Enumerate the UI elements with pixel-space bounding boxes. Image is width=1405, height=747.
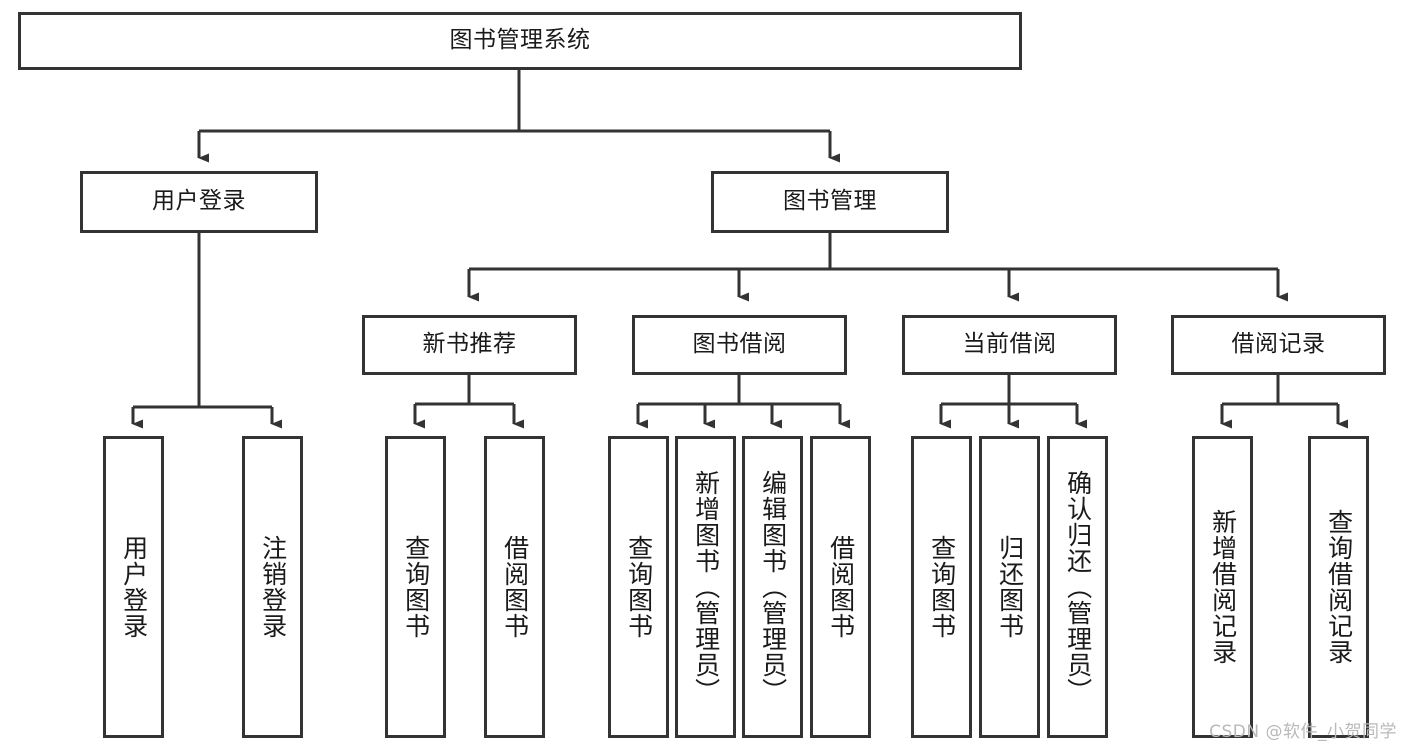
node-leaf-add-book-label: 新增图书（管理员） bbox=[691, 470, 721, 704]
node-leaf-query-book-1[interactable]: 查询图书 bbox=[385, 436, 446, 738]
node-root-label: 图书管理系统 bbox=[449, 27, 591, 54]
node-leaf-edit-book-label: 编辑图书（管理员） bbox=[758, 470, 788, 704]
node-leaf-query-record[interactable]: 查询借阅记录 bbox=[1308, 436, 1369, 738]
node-leaf-logout-login-label: 注销登录 bbox=[258, 535, 288, 639]
csdn-watermark: CSDN @软件_小贺同学 bbox=[1209, 722, 1397, 742]
node-leaf-user-login-label: 用户登录 bbox=[119, 535, 149, 639]
node-leaf-query-book-2-label: 查询图书 bbox=[624, 535, 654, 639]
node-current-borrow-label: 当前借阅 bbox=[962, 331, 1057, 358]
node-leaf-return-book[interactable]: 归还图书 bbox=[979, 436, 1040, 738]
node-leaf-borrow-book-2-label: 借阅图书 bbox=[826, 535, 856, 639]
node-leaf-borrow-book-1-label: 借阅图书 bbox=[500, 535, 530, 639]
node-borrow-record-label: 借阅记录 bbox=[1231, 331, 1326, 358]
node-book-manage[interactable]: 图书管理 bbox=[711, 171, 949, 233]
node-user-login-label: 用户登录 bbox=[152, 188, 246, 215]
node-new-book-rec-label: 新书推荐 bbox=[422, 331, 517, 358]
node-book-manage-label: 图书管理 bbox=[783, 188, 877, 215]
node-leaf-borrow-book-2[interactable]: 借阅图书 bbox=[810, 436, 871, 738]
node-leaf-query-book-1-label: 查询图书 bbox=[401, 535, 431, 639]
node-root[interactable]: 图书管理系统 bbox=[18, 12, 1022, 70]
node-leaf-logout-login[interactable]: 注销登录 bbox=[242, 436, 303, 738]
node-new-book-rec[interactable]: 新书推荐 bbox=[362, 315, 577, 375]
node-leaf-edit-book[interactable]: 编辑图书（管理员） bbox=[742, 436, 803, 738]
node-user-login[interactable]: 用户登录 bbox=[80, 171, 318, 233]
node-leaf-query-book-3-label: 查询图书 bbox=[927, 535, 957, 639]
node-current-borrow[interactable]: 当前借阅 bbox=[902, 315, 1117, 375]
node-leaf-query-record-label: 查询借阅记录 bbox=[1324, 509, 1354, 665]
node-book-borrow-label: 图书借阅 bbox=[692, 331, 787, 358]
node-leaf-add-record[interactable]: 新增借阅记录 bbox=[1192, 436, 1253, 738]
node-leaf-return-book-label: 归还图书 bbox=[995, 535, 1025, 639]
node-leaf-borrow-book-1[interactable]: 借阅图书 bbox=[484, 436, 545, 738]
node-leaf-confirm-return-label: 确认归还（管理员） bbox=[1063, 470, 1093, 704]
node-leaf-query-book-3[interactable]: 查询图书 bbox=[911, 436, 972, 738]
node-leaf-add-book[interactable]: 新增图书（管理员） bbox=[675, 436, 736, 738]
node-leaf-confirm-return[interactable]: 确认归还（管理员） bbox=[1047, 436, 1108, 738]
node-leaf-add-record-label: 新增借阅记录 bbox=[1208, 509, 1238, 665]
node-leaf-user-login[interactable]: 用户登录 bbox=[103, 436, 164, 738]
node-leaf-query-book-2[interactable]: 查询图书 bbox=[608, 436, 669, 738]
node-borrow-record[interactable]: 借阅记录 bbox=[1171, 315, 1386, 375]
node-book-borrow[interactable]: 图书借阅 bbox=[632, 315, 847, 375]
